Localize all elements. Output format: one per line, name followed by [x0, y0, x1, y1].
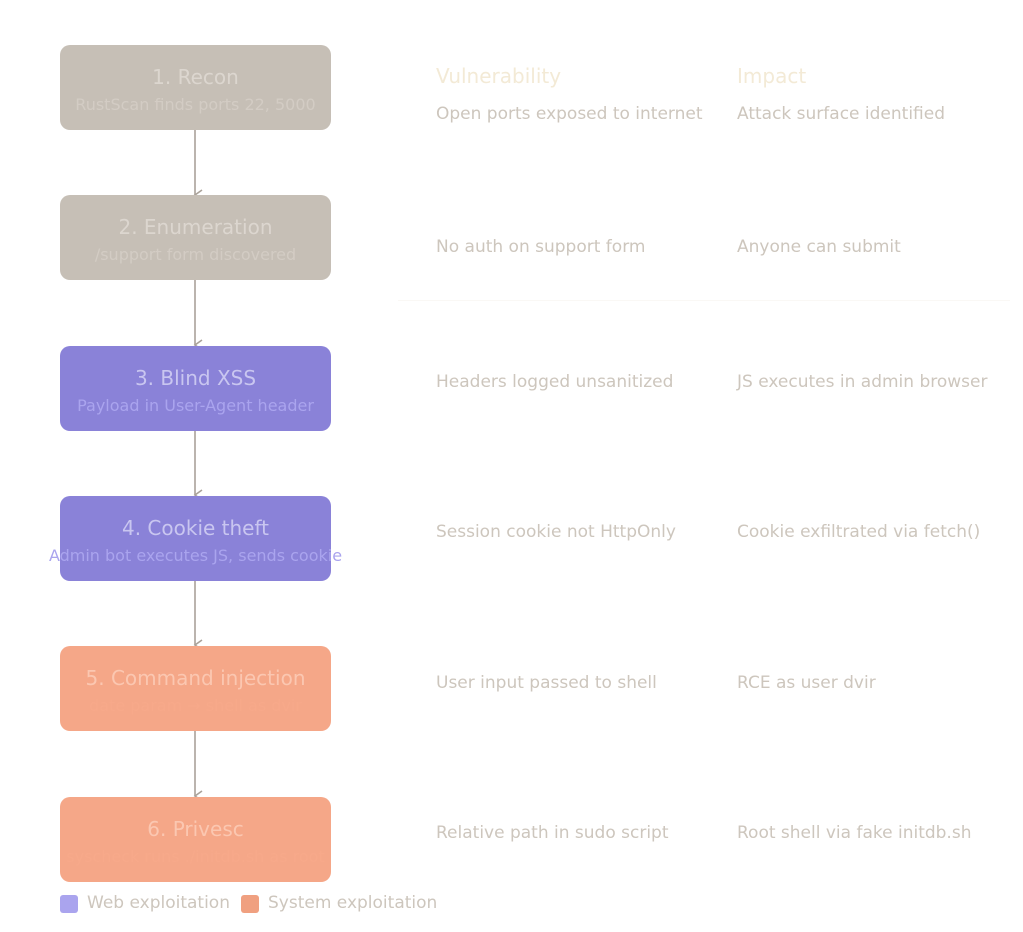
- step-title: 3. Blind XSS: [134, 366, 257, 390]
- system-exploitation-swatch: [241, 895, 259, 913]
- step-blind-xss: 3. Blind XSS Payload in User-Agent heade…: [60, 346, 331, 431]
- impact-column-header: Impact: [737, 64, 807, 88]
- step-subtitle: RustScan finds ports 22, 5000: [75, 95, 316, 114]
- impact-cell: Attack surface identified: [737, 104, 946, 124]
- step-subtitle: Admin bot executes JS, sends cookie: [48, 546, 343, 565]
- vulnerability-cell: No auth on support form: [436, 237, 646, 257]
- step-enumeration: 2. Enumeration /support form discovered: [60, 195, 331, 280]
- impact-cell: JS executes in admin browser: [737, 372, 988, 392]
- step-privesc: 6. Privesc syscheck runs ./initdb.sh as …: [60, 797, 331, 882]
- step-title: 4. Cookie theft: [121, 516, 270, 540]
- step-cookie-theft: 4. Cookie theft Admin bot executes JS, s…: [49, 496, 342, 581]
- vulnerability-cell: Open ports exposed to internet: [436, 104, 703, 124]
- row-divider: [398, 300, 1010, 301]
- step-subtitle: syscheck runs ./initdb.sh as root: [66, 847, 325, 866]
- impact-cell: Cookie exfiltrated via fetch(): [737, 522, 981, 542]
- impact-cell: Root shell via fake initdb.sh: [737, 823, 972, 843]
- web-exploitation-label: Web exploitation: [87, 893, 230, 913]
- vulnerability-cell: Headers logged unsanitized: [436, 372, 674, 392]
- impact-cell: RCE as user dvir: [737, 673, 876, 693]
- step-title: 2. Enumeration: [118, 215, 273, 239]
- web-exploitation-swatch: [60, 895, 78, 913]
- vulnerability-cell: User input passed to shell: [436, 673, 657, 693]
- vulnerability-cell: Relative path in sudo script: [436, 823, 669, 843]
- step-title: 1. Recon: [152, 65, 239, 89]
- system-exploitation-label: System exploitation: [268, 893, 438, 913]
- step-title: 5. Command injection: [85, 666, 306, 690]
- vulnerability-column-header: Vulnerability: [436, 64, 562, 88]
- step-recon: 1. Recon RustScan finds ports 22, 5000: [60, 45, 331, 130]
- step-subtitle: /support form discovered: [94, 245, 297, 264]
- vulnerability-cell: Session cookie not HttpOnly: [436, 522, 676, 542]
- step-subtitle: date param → shell as dvir: [89, 696, 302, 715]
- step-title: 6. Privesc: [147, 817, 244, 841]
- impact-cell: Anyone can submit: [737, 237, 901, 257]
- step-command-injection: 5. Command injection date param → shell …: [60, 646, 331, 731]
- step-subtitle: Payload in User-Agent header: [77, 396, 314, 415]
